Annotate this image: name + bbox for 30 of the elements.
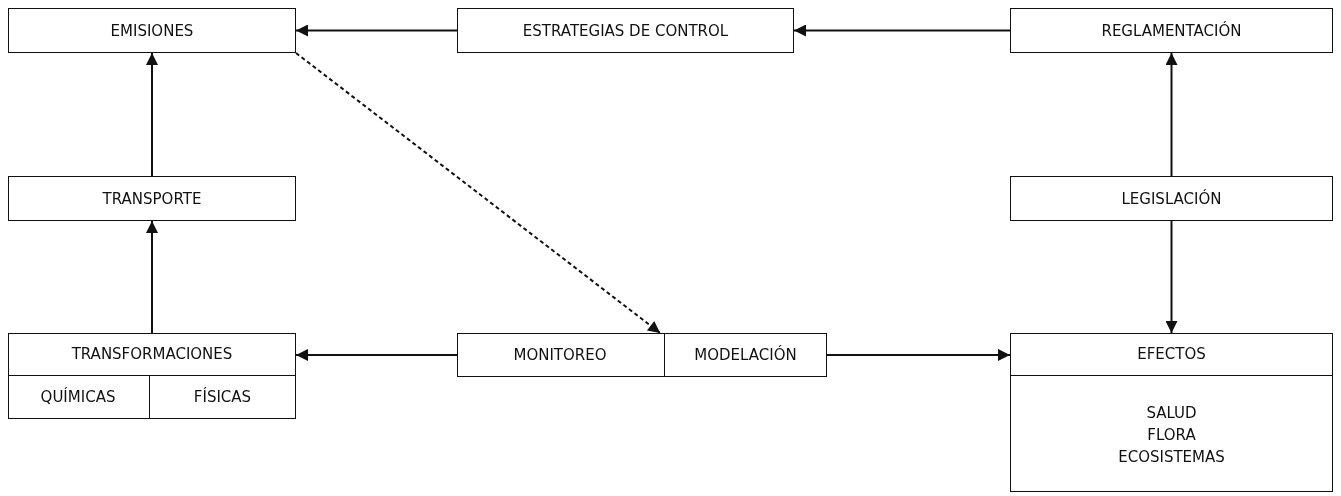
- process-box: [8, 333, 296, 419]
- box-title: MODELACIÓN: [693, 344, 798, 365]
- box-title: QUÍMICAS: [39, 387, 117, 407]
- split-box: [457, 333, 827, 377]
- box-title: TRANSPORTE: [101, 188, 203, 209]
- box-title: TRANSFORMACIONES: [70, 344, 234, 364]
- arrow: [826, 348, 1011, 361]
- process-box: [457, 8, 794, 53]
- box-title: FÍSICAS: [192, 387, 253, 407]
- dashed-arrow: [295, 52, 662, 334]
- box-title: REGLAMENTACIÓN: [1100, 20, 1243, 41]
- box-title: MONITOREO: [512, 344, 608, 365]
- box-body-text: SALUD FLORA ECOSISTEMAS: [1117, 403, 1226, 468]
- box-title: LEGISLACIÓN: [1120, 188, 1223, 209]
- arrow: [295, 24, 458, 37]
- box-title: ESTRATEGIAS DE CONTROL: [521, 20, 730, 41]
- arrow: [793, 24, 1011, 37]
- process-box: [8, 8, 296, 53]
- arrow: [1165, 52, 1178, 177]
- process-box: [7, 374, 150, 419]
- box-title: EFECTOS: [1136, 344, 1207, 364]
- process-box: [1010, 176, 1333, 221]
- process-box: [1010, 333, 1333, 492]
- box-title: EMISIONES: [109, 20, 195, 41]
- arrow: [146, 220, 158, 334]
- arrow: [1165, 220, 1178, 334]
- arrow: [146, 52, 158, 177]
- arrow: [295, 349, 458, 361]
- process-box: [8, 176, 296, 221]
- process-box: [1010, 8, 1333, 53]
